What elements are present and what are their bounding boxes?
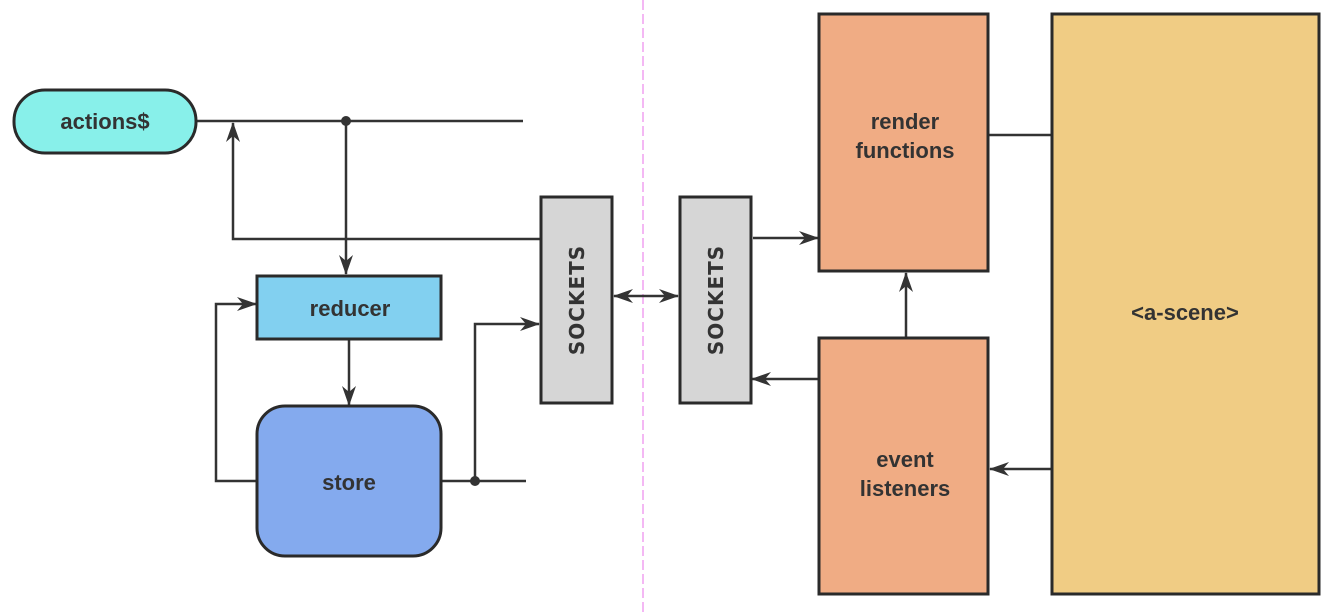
node-reducer-label: reducer [310,296,391,321]
node-render-functions-label-line2: functions [856,138,955,163]
edge-store-to-sockets [473,317,540,481]
node-actions-label: actions$ [60,109,149,134]
node-sockets-left-label: SOCKETS [565,245,589,355]
node-sockets-right: SOCKETS [678,195,753,405]
node-reducer: reducer [255,274,443,341]
node-event-listeners-label-line2: listeners [860,476,951,501]
node-a-scene: <a-scene> [1050,12,1321,596]
node-event-listeners-label-line1: event [876,447,934,472]
edge-sockets-to-actions [226,122,541,241]
node-sockets-left: SOCKETS [539,195,614,405]
node-sockets-right-label: SOCKETS [704,245,728,355]
node-a-scene-label: <a-scene> [1131,300,1239,325]
node-store: store [255,404,443,558]
node-render-functions: render functions [817,12,990,273]
edge-store-to-reducer [214,297,257,483]
edges [196,116,1052,486]
node-actions: actions$ [12,88,198,155]
node-event-listeners: event listeners [817,336,990,596]
node-render-functions-label-line1: render [871,109,940,134]
node-store-label: store [322,470,376,495]
